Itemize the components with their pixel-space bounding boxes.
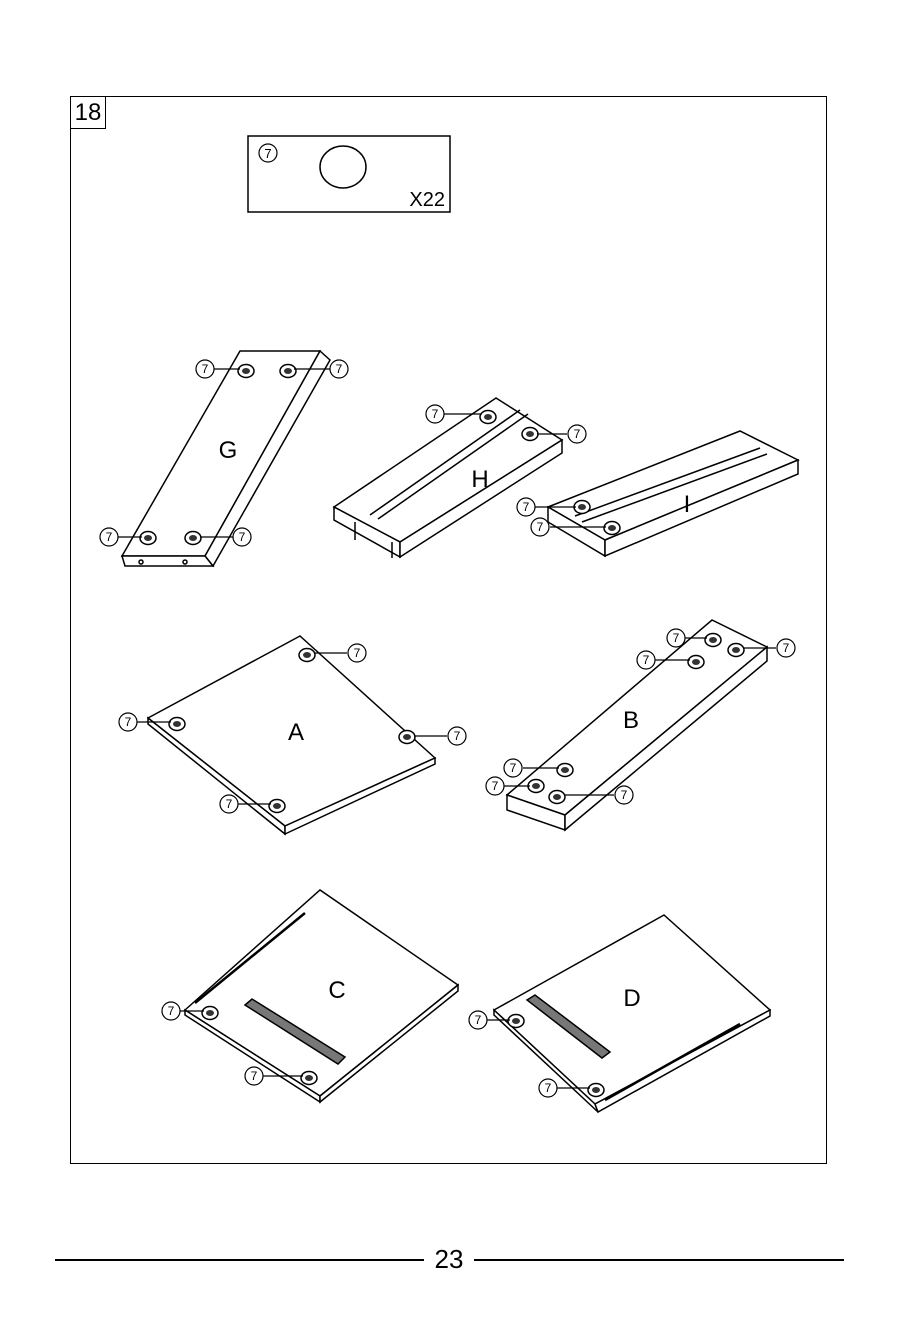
panel-i [548,431,798,556]
callout-number: 7 [537,520,544,534]
panel-label-a: A [288,719,304,746]
callout-number: 7 [251,1069,258,1083]
callout-number: 7 [202,362,209,376]
callout-number: 7 [643,653,650,667]
parts-box: 7 X22 [248,136,450,212]
parts-box-part-number: 7 [264,146,271,161]
panel-c [185,890,458,1102]
panel-d [494,915,770,1112]
callout-number: 7 [432,407,439,421]
page-number: 23 [424,1244,474,1274]
callout-number: 7 [492,779,499,793]
callout-number: 7 [545,1081,552,1095]
callout-number: 7 [574,427,581,441]
callout-number: 7 [454,729,461,743]
footer-rule-right [474,1259,844,1261]
panel-label-h: H [471,466,488,493]
panel-h [334,398,562,558]
panel-label-i: I [684,491,691,518]
callout-number: 7 [783,641,790,655]
callout-number: 7 [523,500,530,514]
callout-number: 7 [336,362,343,376]
callout-number: 7 [168,1004,175,1018]
panel-label-d: D [623,985,640,1012]
callout-number: 7 [226,797,233,811]
callout-number: 7 [475,1013,482,1027]
callout-number: 7 [125,715,132,729]
panel-label-b: B [623,707,639,734]
parts-box-quantity: X22 [409,189,445,211]
callout-number: 7 [354,646,361,660]
callout-number: 7 [673,631,680,645]
callout-number: 7 [510,761,517,775]
callout-number: 7 [239,530,246,544]
footer-rule-left [55,1259,424,1261]
callout-number: 7 [621,788,628,802]
cam-disc-icon [320,146,366,188]
callout-number: 7 [106,530,113,544]
panel-label-c: C [328,977,345,1004]
panel-label-g: G [219,437,238,464]
